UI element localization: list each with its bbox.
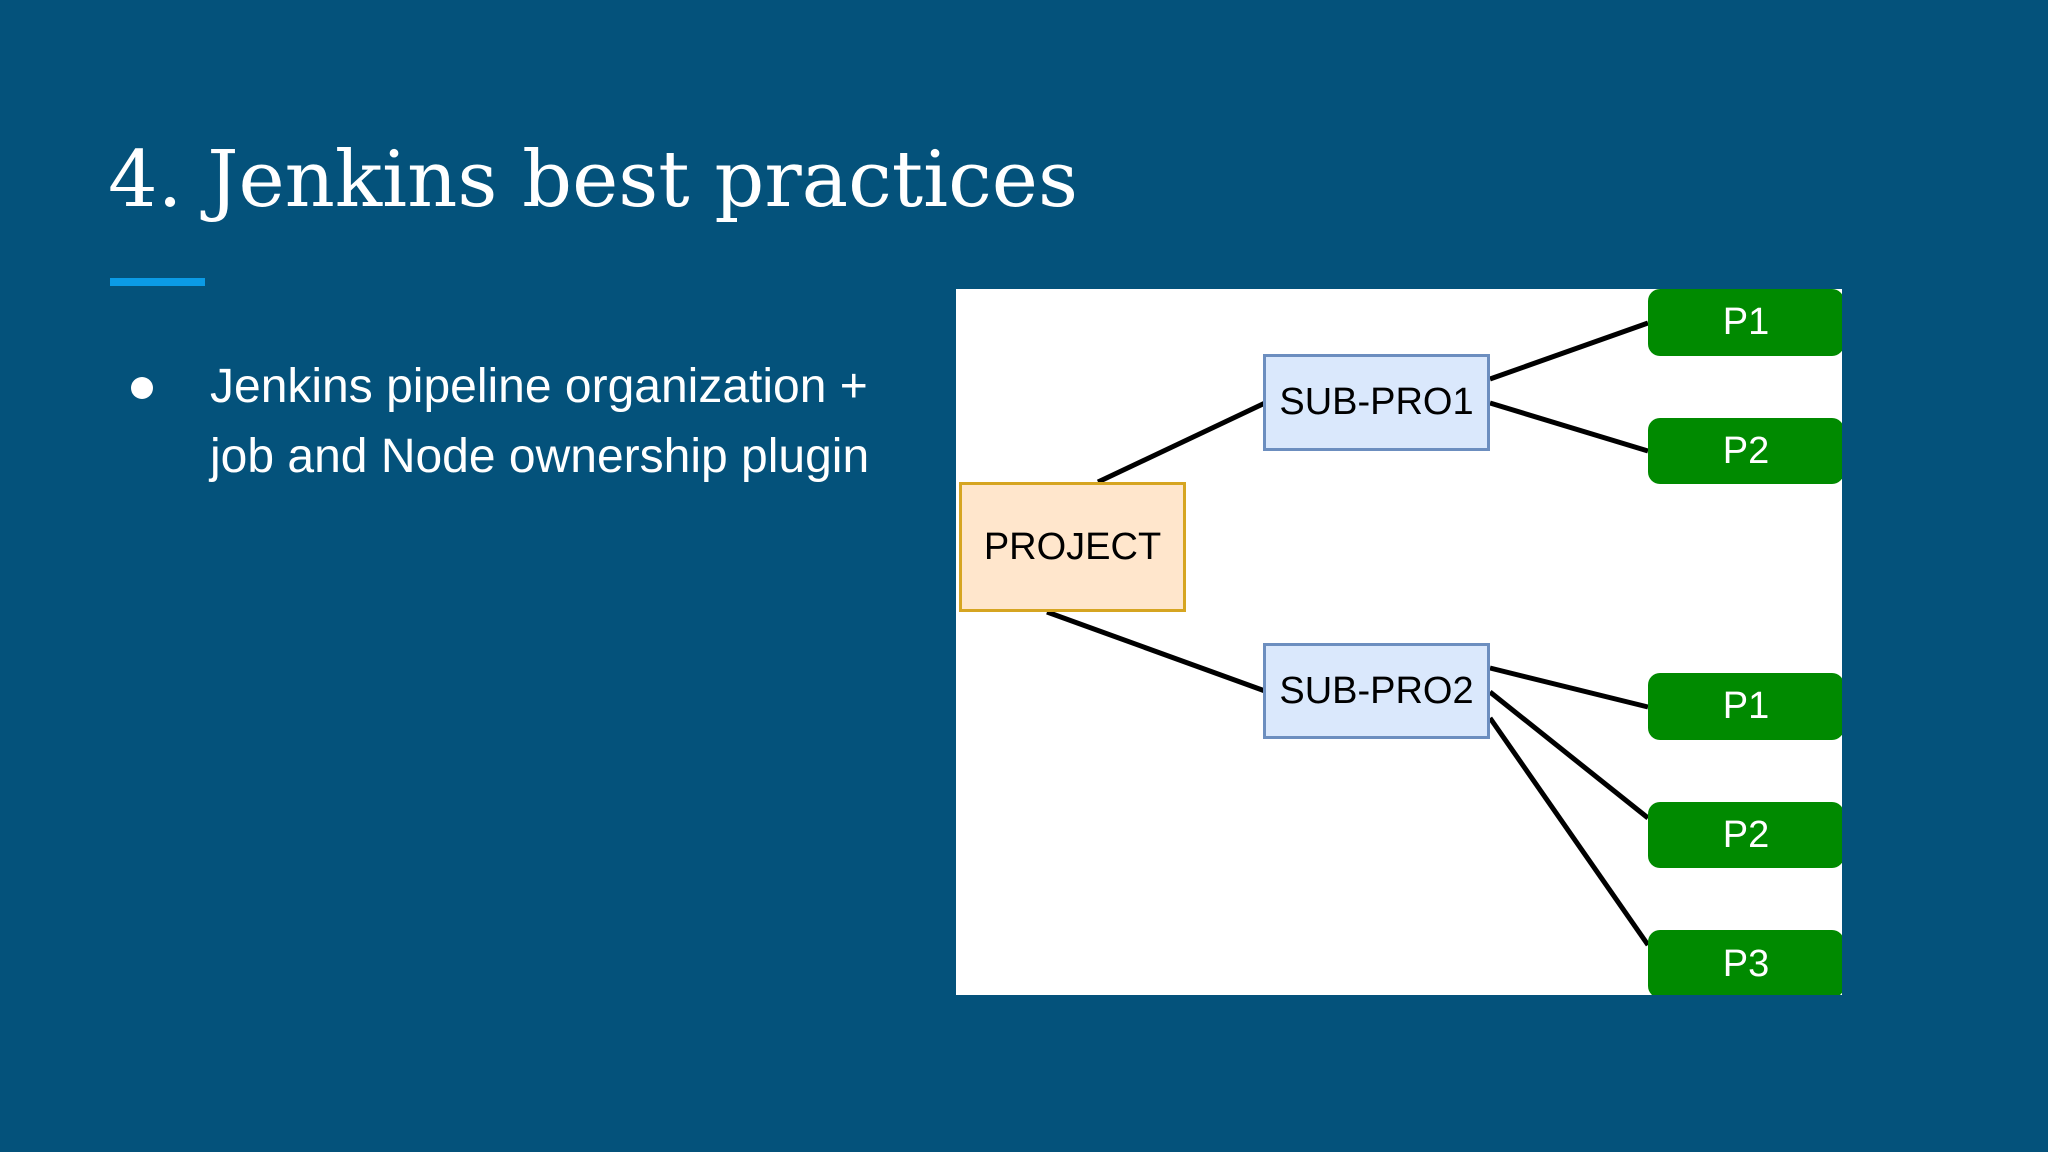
node-sub-pro2-p2: P2 bbox=[1648, 802, 1842, 868]
edge-project-subpro1 bbox=[1096, 400, 1267, 485]
node-sub-pro1: SUB-PRO1 bbox=[1263, 354, 1490, 451]
node-sub-pro2-p1: P1 bbox=[1648, 673, 1842, 740]
bullet-dot-icon bbox=[131, 377, 153, 399]
edge-subpro2-p3 bbox=[1487, 716, 1651, 947]
node-sub-pro2: SUB-PRO2 bbox=[1263, 643, 1490, 739]
project-hierarchy-diagram: PROJECT SUB-PRO1 SUB-PRO2 P1 P2 P1 P2 P3 bbox=[956, 289, 1842, 995]
node-project: PROJECT bbox=[959, 482, 1186, 612]
edge-subpro2-p2 bbox=[1488, 690, 1650, 820]
node-sub-pro1-p2: P2 bbox=[1648, 418, 1842, 484]
edge-subpro1-p1 bbox=[1489, 320, 1649, 382]
bullet-list: Jenkins pipeline organization + job and … bbox=[120, 352, 869, 492]
diagram-edges bbox=[1046, 320, 1651, 947]
title-accent-bar bbox=[110, 278, 205, 286]
bullet-item: Jenkins pipeline organization + job and … bbox=[120, 352, 869, 492]
node-sub-pro1-p1: P1 bbox=[1648, 289, 1842, 356]
edge-subpro1-p2 bbox=[1489, 400, 1649, 454]
node-sub-pro2-p3: P3 bbox=[1648, 930, 1842, 995]
slide-title: 4. Jenkins best practices bbox=[108, 135, 1078, 225]
edge-subpro2-p1 bbox=[1489, 665, 1649, 710]
bullet-text-line-1: Jenkins pipeline organization + bbox=[210, 360, 868, 413]
edge-project-subpro2 bbox=[1046, 609, 1266, 694]
bullet-text-line-2: job and Node ownership plugin bbox=[210, 430, 870, 483]
